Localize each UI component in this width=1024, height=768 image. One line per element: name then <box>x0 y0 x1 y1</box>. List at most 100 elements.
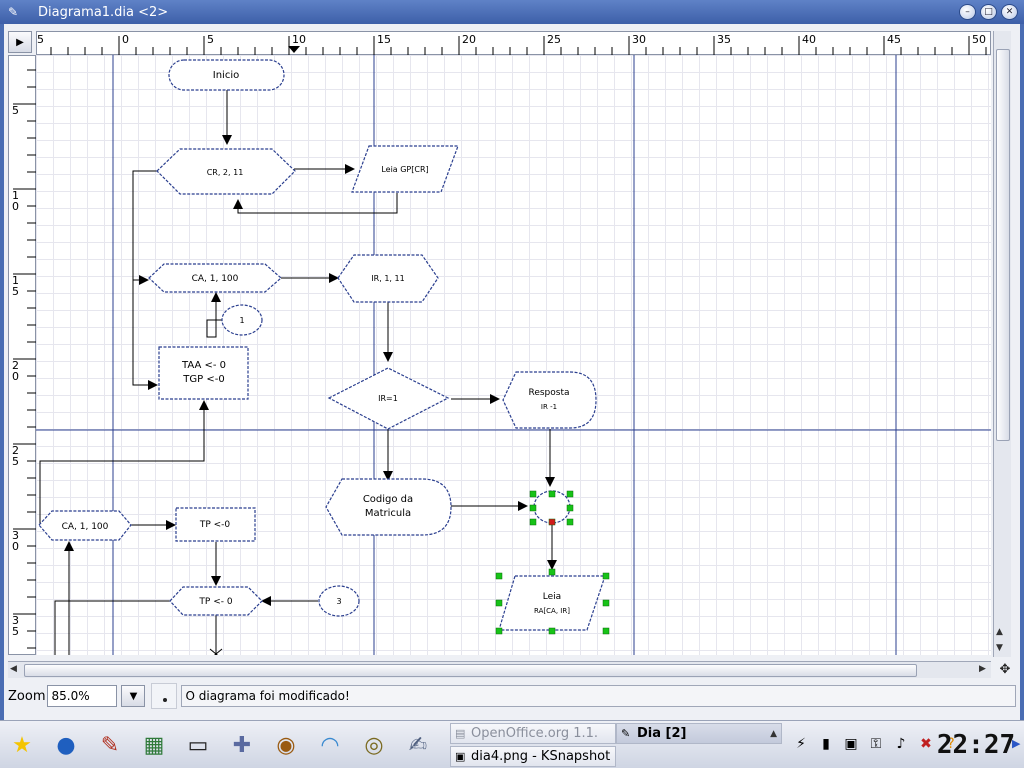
label-tp: TP <-0 <box>199 520 231 530</box>
window-title: Diagrama1.dia <2> <box>38 4 169 20</box>
ruler-label: 0 <box>12 370 19 383</box>
calendar-icon[interactable]: ▦ <box>143 732 165 758</box>
minimize-button[interactable]: – <box>959 4 976 20</box>
help-icon[interactable]: ? <box>947 736 955 752</box>
close-button[interactable]: ✕ <box>1001 4 1018 20</box>
status-bar: Zoom ▼ O diagrama foi modificado! <box>8 682 1016 710</box>
scroll-down-icon[interactable]: ▼ <box>996 643 1003 653</box>
terminal-icon[interactable]: ▭ <box>187 732 209 758</box>
igloo-icon[interactable]: ◠ <box>320 732 340 758</box>
ruler-label: 10 <box>292 33 306 46</box>
ruler-label: 5 <box>37 33 44 46</box>
line-tpprep-loop <box>54 600 171 655</box>
selection-handle[interactable] <box>495 627 503 635</box>
navigation-cross-icon[interactable]: ✥ <box>999 662 1011 677</box>
scroll-right-icon[interactable]: ▶ <box>979 664 986 674</box>
network-icon[interactable]: ⚡ <box>796 736 806 752</box>
monitor-icon[interactable]: ▣ <box>844 736 858 752</box>
media-icon[interactable]: ◉ <box>276 732 296 758</box>
selection-handles[interactable] <box>495 490 610 635</box>
gamepad-icon[interactable]: ✚ <box>232 732 252 758</box>
dia-app-icon[interactable]: ✎ <box>100 732 120 758</box>
selection-handle[interactable] <box>566 518 574 526</box>
diagram-svg[interactable]: Inicio CR, 2, 11 Leia GP[CR] CA, 1, 100 … <box>36 55 991 655</box>
selection-handle[interactable] <box>566 504 574 512</box>
ruler-label: 5 <box>12 625 19 638</box>
leia-gp-io-shape <box>351 145 459 193</box>
task-openoffice[interactable]: ▤ OpenOffice.org 1.1. <box>450 723 616 744</box>
selection-handle[interactable] <box>548 627 556 635</box>
diagram-canvas[interactable]: Inicio CR, 2, 11 Leia GP[CR] CA, 1, 100 … <box>36 55 991 655</box>
cd-burner-icon[interactable]: ◎ <box>364 732 384 758</box>
label-conn1: 1 <box>239 316 244 325</box>
selection-handle[interactable] <box>566 490 574 498</box>
flowchart-shapes[interactable] <box>38 59 606 631</box>
vertical-scrollbar[interactable]: ▲ ▼ <box>993 31 1011 657</box>
horizontal-scroll-thumb[interactable] <box>24 664 917 677</box>
scroll-up-icon[interactable]: ▲ <box>996 627 1003 637</box>
tray-expand-arrow-icon[interactable]: ▶ <box>1012 737 1021 750</box>
connector-lines <box>39 88 557 655</box>
task-ksnapshot[interactable]: ▣ dia4.png - KSnapshot <box>450 746 616 767</box>
label-codigo-2: Matricula <box>365 508 411 519</box>
ruler-label: 50 <box>972 33 986 46</box>
resposta-display-shape <box>502 371 597 429</box>
selection-handle[interactable] <box>602 599 610 607</box>
browser-globe-icon[interactable]: ● <box>56 732 76 758</box>
label-taa-2: TGP <-0 <box>182 374 224 385</box>
volume-icon[interactable]: ♪ <box>896 736 906 752</box>
selection-handle[interactable] <box>548 518 556 526</box>
shape-labels: Inicio CR, 2, 11 Leia GP[CR] CA, 1, 100 … <box>62 70 571 615</box>
selection-handle[interactable] <box>529 490 537 498</box>
task-label: Dia [2] <box>637 726 687 741</box>
selection-handle[interactable] <box>602 572 610 580</box>
window-menu-icon[interactable]: ✎ <box>8 5 19 19</box>
label-ir: IR, 1, 11 <box>371 274 404 283</box>
selection-handle[interactable] <box>602 627 610 635</box>
scroll-left-icon[interactable]: ◀ <box>10 664 17 674</box>
task-label: OpenOffice.org 1.1. <box>471 726 599 741</box>
label-decision: IR=1 <box>378 394 398 403</box>
ruler-label: 5 <box>12 104 19 117</box>
grid-dot-icon <box>163 698 168 702</box>
ir-prep-shape <box>337 254 439 303</box>
ruler-label: 15 <box>377 33 391 46</box>
task-group-arrow-icon[interactable]: ▲ <box>770 728 777 739</box>
selection-handle[interactable] <box>529 518 537 526</box>
zoom-dropdown-button[interactable]: ▼ <box>121 685 146 707</box>
ruler-label: 45 <box>887 33 901 46</box>
ruler-label: 25 <box>547 33 561 46</box>
snap-to-grid-toggle[interactable] <box>151 683 178 709</box>
kmenu-star-icon[interactable]: ★ <box>12 732 32 758</box>
task-dia[interactable]: ✎ Dia [2] ▲ <box>616 723 782 744</box>
lock-icon[interactable]: ⚿ <box>870 736 882 752</box>
selection-handle[interactable] <box>495 599 503 607</box>
vertical-scroll-thumb[interactable] <box>996 49 1010 441</box>
battery-icon[interactable]: ▮ <box>822 736 830 752</box>
ir-decision-shape <box>327 367 450 430</box>
connector-1-shape <box>221 304 263 336</box>
tp-prep-shape <box>169 586 263 616</box>
maximize-button[interactable]: □ <box>980 4 997 20</box>
network-off-icon[interactable]: ✖ <box>920 736 932 752</box>
ruler-label: 2 <box>12 359 19 372</box>
label-taa-1: TAA <- 0 <box>181 360 226 371</box>
editor-icon[interactable]: ✍ <box>408 732 428 758</box>
selection-handle[interactable] <box>529 504 537 512</box>
ruler-label: 30 <box>632 33 646 46</box>
task-label: dia4.png - KSnapshot <box>471 749 611 764</box>
inicio-terminal-shape <box>168 59 285 91</box>
ruler-label: 3 <box>12 614 19 627</box>
popup-menu-button[interactable]: ▶ <box>8 31 32 53</box>
selection-handle[interactable] <box>495 572 503 580</box>
clock[interactable]: 22:27 <box>936 730 1016 760</box>
zoom-input[interactable] <box>47 685 118 707</box>
window-titlebar[interactable]: ✎ Diagrama1.dia <2> – □ ✕ <box>0 0 1024 24</box>
selection-handle[interactable] <box>548 490 556 498</box>
ruler-label: 0 <box>12 200 19 213</box>
horizontal-scrollbar[interactable]: ◀ ▶ <box>8 661 991 678</box>
selection-handle[interactable] <box>548 568 556 576</box>
label-ca-1: CA, 1, 100 <box>192 274 239 284</box>
